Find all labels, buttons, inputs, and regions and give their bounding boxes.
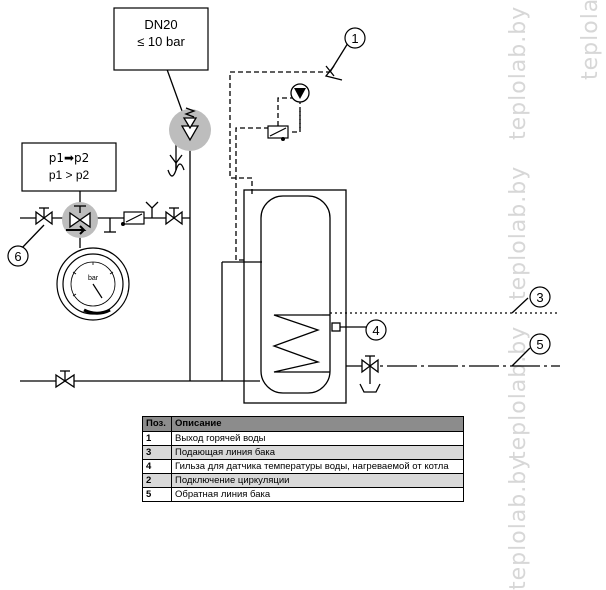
table-row: 1 Выход горячей воды (142, 431, 464, 446)
legend-desc: Выход горячей воды (171, 431, 464, 446)
valve-spec-box (113, 7, 209, 71)
callout-1 (344, 27, 366, 49)
table-row: 4 Гильза для датчика температуры воды, н… (142, 459, 464, 474)
valve-spec-line2: ≤ 10 bar (137, 34, 185, 49)
table-row: 2 Подключение циркуляции (142, 473, 464, 488)
callout-5 (529, 333, 551, 355)
callout-3 (529, 286, 551, 308)
pressure-spec-line1: p1➡p2 (49, 151, 90, 165)
pressure-gauge (56, 247, 130, 321)
pressure-spec-box (21, 142, 117, 192)
legend-pos: 3 (142, 445, 172, 460)
callout-6-label: 6 (14, 249, 21, 264)
callout-4-label: 4 (372, 323, 379, 338)
legend-desc: Подключение циркуляции (171, 473, 464, 488)
legend-header-desc: Описание (171, 416, 464, 432)
legend-pos: 1 (142, 431, 172, 446)
callout-6 (7, 245, 29, 267)
legend-pos: 4 (142, 459, 172, 474)
callout-4 (365, 319, 387, 341)
legend-pos: 5 (142, 487, 172, 502)
callout-1-label: 1 (351, 31, 358, 46)
legend-desc: Гильза для датчика температуры воды, наг… (171, 459, 464, 474)
gauge-unit-label: bar (88, 275, 99, 282)
table-row: 5 Обратная линия бака (142, 487, 464, 502)
callout-3-label: 3 (536, 290, 543, 305)
legend-pos: 2 (142, 473, 172, 488)
legend-desc: Подающая линия бака (171, 445, 464, 460)
tank-vessel (260, 195, 331, 394)
table-row: 3 Подающая линия бака (142, 445, 464, 460)
piping-diagram: bar DN20 ≤ 10 bar p1➡p2 p1 > p2 1 3 4 5 … (7, 7, 560, 404)
callout-5-label: 5 (536, 337, 543, 352)
pressure-spec-line2: p1 > p2 (49, 168, 90, 182)
legend-table: Поз. Описание 1 Выход горячей воды 3 Под… (142, 416, 464, 502)
tank-casing (243, 189, 347, 404)
legend-desc: Обратная линия бака (171, 487, 464, 502)
valve-spec-line1: DN20 (144, 17, 177, 32)
legend-header-pos: Поз. (142, 416, 172, 432)
sensor-pocket (331, 322, 341, 332)
heating-coil (272, 314, 322, 373)
